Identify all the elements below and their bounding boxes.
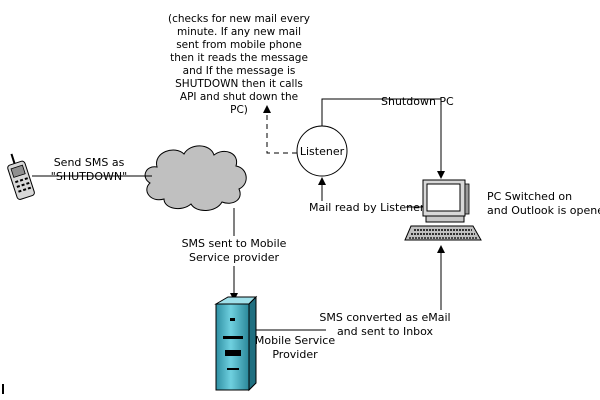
sms-converted-label: SMS converted as eMail xyxy=(319,311,450,324)
provider-label: Mobile Service xyxy=(255,334,335,347)
note-line: then it reads the message xyxy=(170,52,308,64)
provider-label: Provider xyxy=(272,348,318,361)
computer-icon xyxy=(404,179,482,241)
server-icon xyxy=(214,295,258,392)
note-line: PC) xyxy=(230,104,248,116)
note-line: API and shut down the xyxy=(180,91,298,103)
note-connector xyxy=(263,105,297,154)
mail-read-label-bg xyxy=(306,201,406,214)
send-sms-label: "SHUTDOWN" xyxy=(51,170,127,183)
note-line: and If the message is xyxy=(183,65,296,77)
edge-mark xyxy=(2,384,4,394)
pc-label: and Outlook is opened xyxy=(487,204,600,217)
cloud-icon xyxy=(144,145,247,211)
note-line: sent from mobile phone xyxy=(176,39,302,51)
mobile-phone-icon xyxy=(7,153,35,200)
send-sms-label: Send SMS as xyxy=(54,156,125,169)
sms-sent-label: SMS sent to Mobile xyxy=(182,237,287,250)
note-line: minute. If any new mail xyxy=(177,26,301,38)
shutdown-pc-label: Shutdown PC xyxy=(381,95,454,108)
note-line: SHUTDOWN then it calls xyxy=(175,78,303,90)
sms-converted-label-bg xyxy=(326,310,444,338)
pc-label: PC Switched on xyxy=(487,190,572,203)
sms-sent-label-bg xyxy=(160,236,310,266)
sms-sent-label: Service provider xyxy=(189,251,279,264)
sms-converted-label: and sent to Inbox xyxy=(337,325,434,338)
listener-label: Listener xyxy=(300,145,345,158)
mail-read-label: Mail read by Listener xyxy=(309,201,425,214)
note-line: (checks for new mail every xyxy=(168,13,310,25)
shutdown-connector xyxy=(321,98,445,179)
listener-note: (checks for new mail every minute. If an… xyxy=(168,13,310,116)
